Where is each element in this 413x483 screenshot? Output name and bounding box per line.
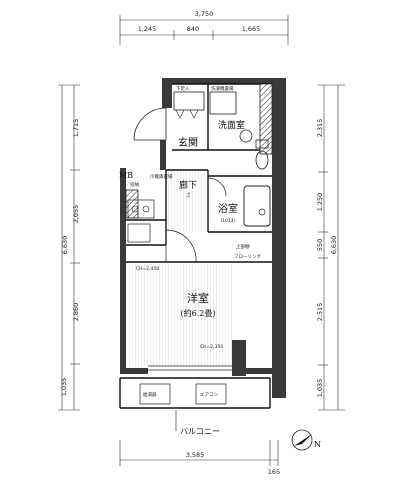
bath-door (207, 177, 227, 197)
svg-text:N: N (314, 440, 321, 449)
interior-walls (119, 83, 272, 409)
exterior-walls (120, 78, 286, 398)
washbasin-icon (239, 129, 253, 143)
room-corridor: 廊下 (179, 179, 197, 191)
label-shoe-box: 下足入 (176, 86, 190, 92)
dim-top-total: 3,750 (195, 10, 214, 18)
dim-right-1: 2,315 (316, 119, 324, 138)
dim-top-2: 840 (187, 25, 199, 33)
label-rod: 上部棚 (236, 243, 250, 250)
shoe-box (173, 91, 205, 111)
sink-icon (127, 223, 151, 243)
label-ceiling-1: CH=2,450 (136, 266, 159, 272)
label-ac: エアコン (200, 392, 218, 398)
label-fridge: 冷蔵庫置場 (150, 173, 173, 180)
corridor-floor (168, 172, 206, 232)
room-door (165, 229, 197, 263)
dim-left-3: 2,860 (72, 303, 80, 322)
dim-left-total: 6,630 (61, 236, 69, 255)
dim-top-1: 1,245 (138, 25, 157, 33)
room-washroom: 洗面室 (218, 119, 245, 131)
toilet-icon (255, 150, 269, 170)
dim-top-3: 1,665 (242, 25, 261, 33)
room-entrance: 玄関 (178, 136, 198, 149)
balcony-label: バルコニー (180, 427, 220, 436)
dim-bottom-total: 3,585 (186, 451, 205, 459)
balcony-window (148, 365, 232, 371)
label-washer-pan: 洗濯機置場 (211, 85, 234, 92)
stove-icon (127, 199, 155, 219)
dim-right-4: 2,515 (316, 303, 324, 322)
label-flooring: フローリング (234, 253, 261, 260)
heater-box (139, 383, 171, 405)
room-bathroom: 浴室 (218, 202, 238, 215)
label-heater: 給湯器 (143, 391, 157, 398)
label-up: 上 (186, 191, 191, 198)
dim-right-total: 6,630 (330, 236, 338, 255)
ac-box (195, 383, 227, 405)
dim-left-4: 1,035 (60, 378, 68, 397)
bottom-dimensions (119, 440, 279, 466)
entrance-door (133, 107, 167, 141)
washer-pan (209, 91, 237, 115)
right-dimensions (318, 84, 345, 411)
pillar-top-right (259, 83, 273, 155)
label-ceiling-2: CH=2,350 (200, 344, 223, 350)
dim-right-3: 550 (316, 239, 324, 251)
dim-left-1: 1,715 (72, 119, 80, 138)
label-storage: 収納 (130, 181, 139, 188)
left-dimensions (58, 84, 80, 411)
dim-right-2: 1,250 (316, 193, 324, 212)
mb-label: MB (119, 171, 133, 180)
flooring-area (128, 264, 232, 366)
dim-bottom-side: 165 (268, 468, 280, 476)
dim-right-5: 1,035 (316, 379, 324, 398)
compass-icon: N (291, 429, 321, 451)
top-dimensions (119, 15, 289, 45)
room-western: 洋室 (187, 291, 209, 305)
bathroom-size: (1014) (221, 218, 236, 224)
bathtub-icon (243, 185, 271, 227)
room-western-size: (約6.2畳) (181, 308, 216, 318)
dim-left-2: 2,055 (72, 205, 80, 224)
